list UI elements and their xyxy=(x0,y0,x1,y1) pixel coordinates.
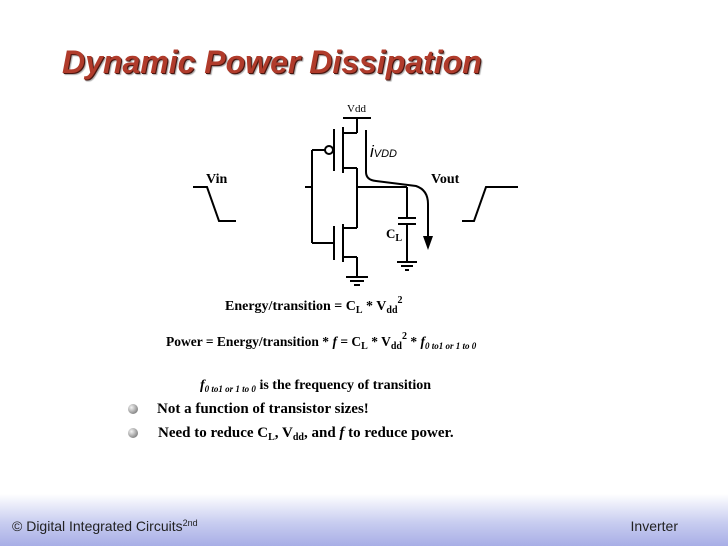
slide-title: Dynamic Power Dissipation xyxy=(62,44,482,80)
vdd-label: Vdd xyxy=(347,103,366,115)
vout-label: Vout xyxy=(431,172,460,187)
cap-ground-symbol xyxy=(397,261,417,271)
vin-label: Vin xyxy=(206,172,228,187)
footer-course-title: © Digital Integrated Circuits2nd xyxy=(12,518,198,534)
vout-waveform xyxy=(462,186,518,222)
current-arrow-head xyxy=(423,236,433,250)
nmos-ground-symbol xyxy=(346,276,368,286)
cl-label: CL xyxy=(386,226,403,244)
bullet-text: Not a function of transistor sizes! xyxy=(157,401,369,417)
vin-waveform xyxy=(193,186,236,222)
power-equation: Power = Energy/transition * f = CL * Vdd… xyxy=(166,331,477,352)
pmos-gate-bubble xyxy=(324,145,334,155)
footer-band xyxy=(0,494,728,546)
footer-section-name: Inverter xyxy=(630,518,678,534)
bullet-text: Need to reduce CL, Vdd, and f to reduce … xyxy=(158,425,454,443)
energy-equation: Energy/transition = CL * Vdd2 xyxy=(225,295,403,316)
bullet-icon xyxy=(128,404,138,414)
current-path-arrow xyxy=(365,130,429,238)
bullet-icon xyxy=(128,428,138,438)
frequency-note: f0 to1 or 1 to 0 is the frequency of tra… xyxy=(200,378,432,394)
ivdd-label: iVDD xyxy=(370,142,398,161)
